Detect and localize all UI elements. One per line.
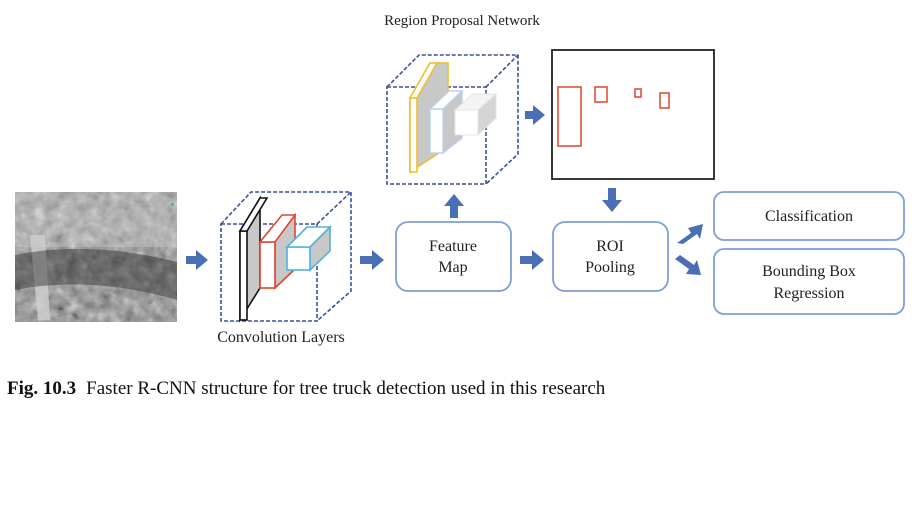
arrow-roi-to-classification: [677, 224, 703, 244]
bbox-regression-label-line2: Regression: [773, 285, 844, 302]
classification-box: Classification: [713, 191, 905, 241]
figure-caption: Fig. 10.3 Faster R-CNN structure for tree…: [7, 378, 605, 400]
rpn-title: Region Proposal Network: [384, 13, 540, 29]
roi-pooling-label-line2: Pooling: [585, 259, 635, 276]
arrow-conv-to-feature-map: [360, 250, 384, 270]
proposal-box-1: [557, 86, 582, 147]
rpn-layer-grey: [453, 92, 498, 137]
proposals-frame: [551, 49, 715, 180]
arrow-feature-map-to-rpn: [444, 194, 464, 218]
conv-layers-block: [220, 191, 352, 323]
arrow-image-to-conv: [186, 250, 208, 270]
proposal-box-3: [634, 88, 642, 98]
conv-dashed-cube: [220, 191, 352, 322]
feature-map-box: Feature Map: [395, 221, 512, 292]
figure-number: Fig. 10.3: [7, 378, 77, 399]
conv-layer-black: [238, 195, 269, 323]
arrow-roi-to-bbox: [675, 255, 701, 275]
bbox-regression-label-line1: Bounding Box: [762, 263, 856, 280]
feature-map-label-line2: Map: [438, 259, 467, 276]
rpn-block: [386, 54, 519, 185]
rpn-layer-blue-outline: [428, 89, 464, 155]
roi-pooling-box: ROI Pooling: [552, 221, 669, 292]
arrow-feature-map-to-roi: [520, 250, 544, 270]
proposal-box-4: [659, 92, 670, 109]
conv-layer-red: [258, 212, 297, 290]
feature-map-label-line1: Feature: [429, 238, 477, 255]
arrow-rpn-to-proposals: [525, 105, 545, 125]
arrow-proposals-to-roi: [602, 188, 622, 212]
roi-pooling-label-line1: ROI: [596, 238, 624, 255]
figure-caption-text: Faster R-CNN structure for tree truck de…: [86, 378, 606, 399]
conv-layer-cyan: [285, 225, 332, 272]
bbox-regression-box: Bounding Box Regression: [713, 248, 905, 315]
conv-layers-label: Convolution Layers: [217, 329, 345, 346]
proposal-box-2: [594, 86, 608, 103]
classification-label: Classification: [765, 208, 853, 225]
input-image: [15, 192, 177, 322]
